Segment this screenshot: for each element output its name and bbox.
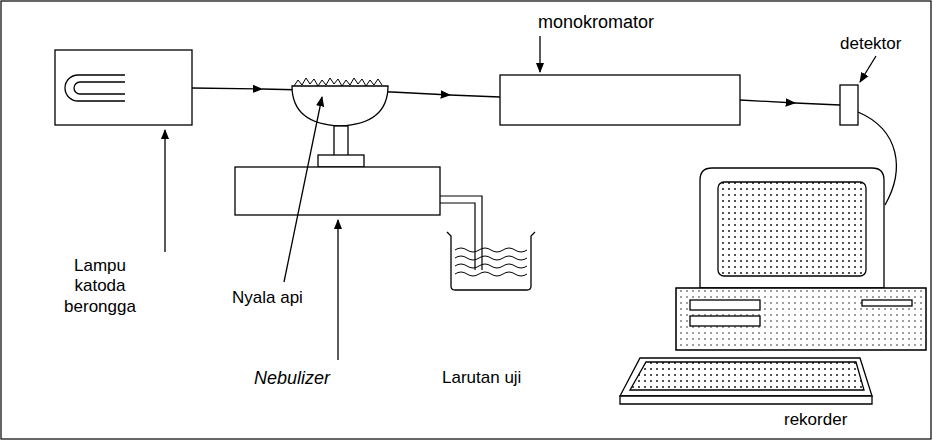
part-label: Larutan uji	[442, 368, 521, 388]
monochromator-box	[500, 75, 740, 125]
hollow-cathode-lamp	[55, 50, 192, 125]
leader-arrows	[165, 36, 876, 360]
part-label: Nyala api	[232, 288, 303, 308]
beaker	[447, 232, 535, 290]
part-label: detektor	[840, 34, 901, 54]
detector-box	[840, 85, 858, 125]
burner-flame	[292, 78, 388, 167]
sample-tube	[440, 196, 482, 270]
part-label: monokromator	[538, 12, 654, 34]
part-label: Lampu katoda berongga	[58, 256, 142, 317]
computer	[620, 168, 926, 404]
part-label: rekorder	[784, 410, 847, 430]
part-label: Nebulizer	[254, 368, 330, 390]
nebulizer-box	[235, 167, 440, 215]
